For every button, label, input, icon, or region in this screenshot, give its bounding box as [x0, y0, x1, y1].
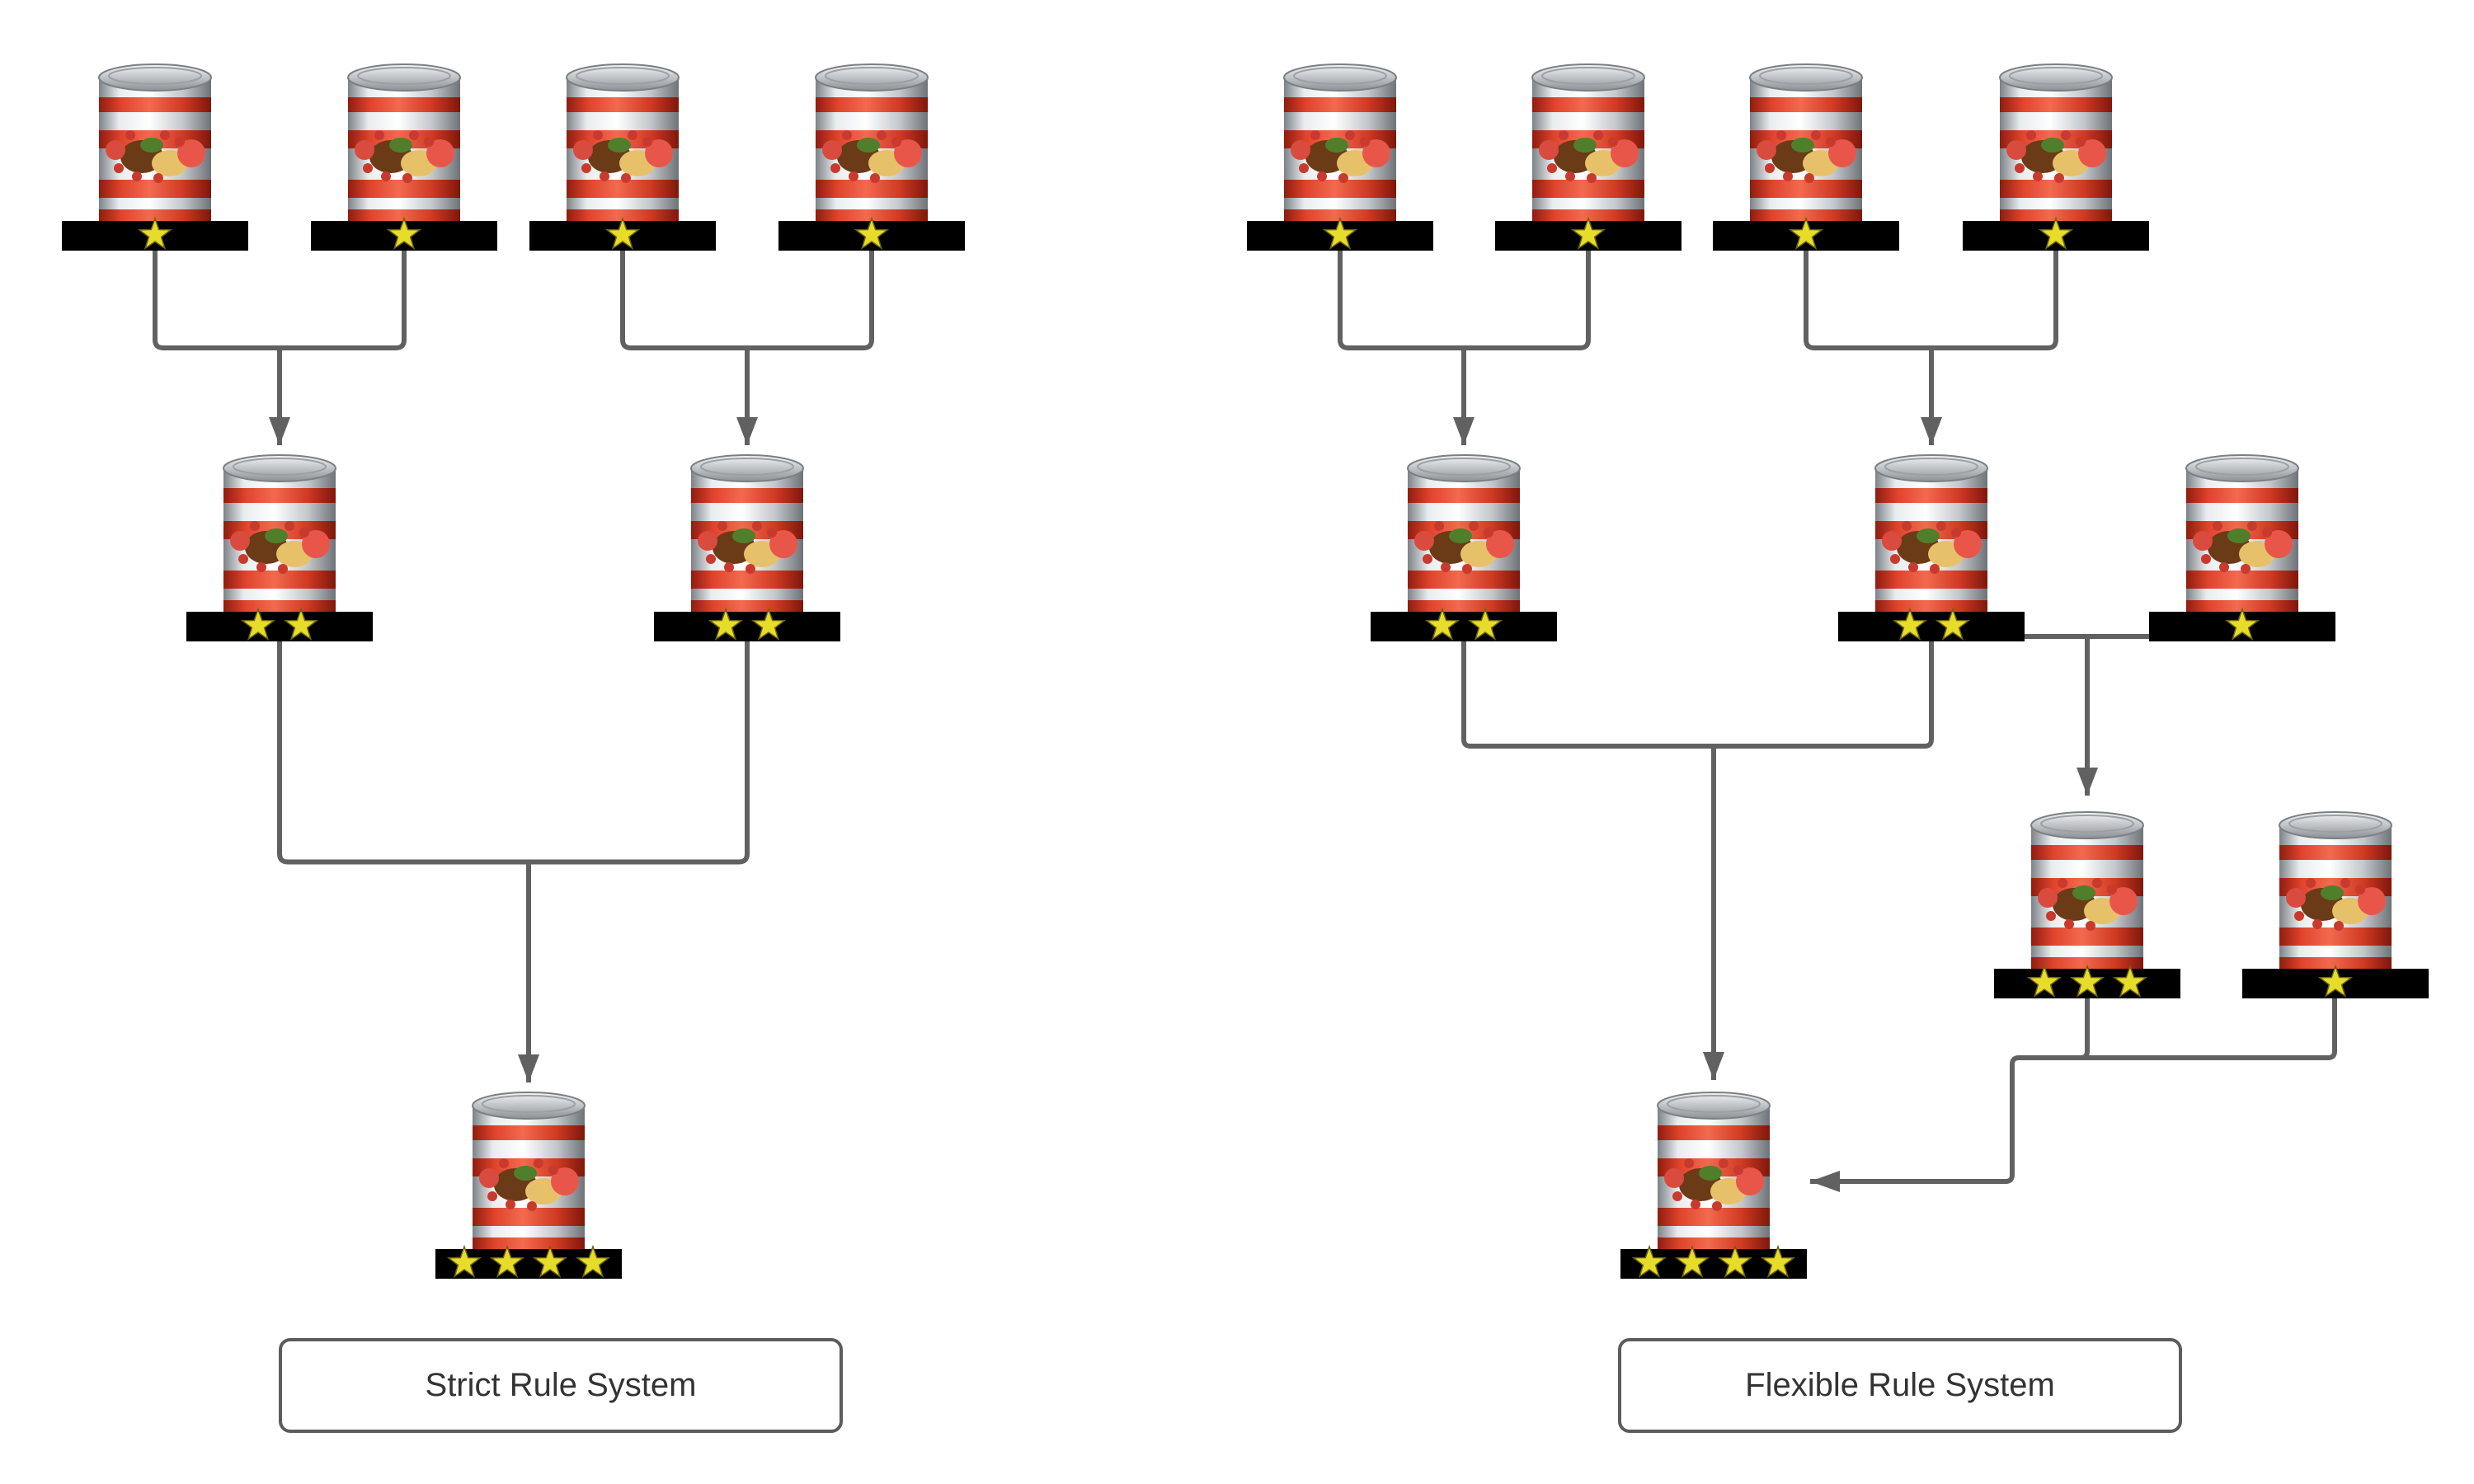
connector-s1-s2-s5	[153, 251, 407, 445]
can-node-s2	[311, 63, 497, 251]
star-icon	[2224, 607, 2260, 641]
food-can-icon	[2279, 811, 2392, 969]
connector-f5-f6-f10	[1461, 641, 1934, 1080]
rating-bar	[1838, 612, 2025, 641]
star-icon	[386, 216, 422, 251]
connector-s3-s4-s6	[620, 251, 874, 445]
can-node-f10	[1620, 1092, 1807, 1279]
can-node-s5	[186, 454, 373, 641]
can-node-f3	[1713, 63, 1899, 251]
star-icon	[2112, 964, 2148, 998]
rating-bar	[654, 612, 840, 641]
star-icon	[1424, 607, 1460, 641]
star-icon	[854, 216, 890, 251]
food-can-icon	[1657, 1092, 1771, 1249]
star-icon	[1322, 216, 1358, 251]
arrowhead	[1810, 1171, 1840, 1192]
star-icon	[1788, 216, 1824, 251]
can-node-f5	[1371, 454, 1557, 641]
arrowhead	[1453, 417, 1475, 445]
flexible-rule-system-label: Flexible Rule System	[1618, 1338, 2182, 1433]
arrowhead	[1703, 1052, 1724, 1080]
node-layer	[62, 63, 2429, 1279]
connector-s5-s6-s7	[277, 641, 750, 1082]
food-can-icon	[690, 454, 804, 612]
star-icon	[1760, 1244, 1796, 1279]
food-can-icon	[1874, 454, 1988, 612]
can-node-s6	[654, 454, 840, 641]
food-can-icon	[1999, 63, 2113, 221]
star-icon	[2026, 964, 2062, 998]
can-node-f1	[1247, 63, 1433, 251]
star-icon	[446, 1244, 482, 1279]
star-icon	[283, 607, 319, 641]
can-node-s3	[529, 63, 716, 251]
can-node-f2	[1495, 63, 1681, 251]
star-icon	[750, 607, 787, 641]
arrowhead	[2077, 768, 2098, 796]
food-can-icon	[472, 1092, 586, 1249]
connector-f8-f9-f10	[1810, 998, 2337, 1184]
star-icon	[1674, 1244, 1710, 1279]
can-node-f8	[1994, 811, 2180, 998]
arrowhead	[269, 417, 290, 445]
food-can-icon	[347, 63, 461, 221]
star-icon	[240, 607, 276, 641]
star-icon	[489, 1244, 525, 1279]
food-can-icon	[1531, 63, 1645, 221]
food-can-icon	[1283, 63, 1397, 221]
food-can-icon	[98, 63, 212, 221]
strict-rule-system-label: Strict Rule System	[279, 1338, 843, 1433]
star-icon	[708, 607, 744, 641]
food-can-icon	[1407, 454, 1521, 612]
rating-bar	[186, 612, 373, 641]
food-can-icon	[1749, 63, 1863, 221]
can-node-s4	[778, 63, 965, 251]
arrowhead	[518, 1054, 539, 1082]
can-node-s7	[435, 1092, 622, 1279]
star-icon	[1570, 216, 1606, 251]
star-icon	[1935, 607, 1971, 641]
can-node-f6	[1838, 454, 2025, 641]
food-can-icon	[2185, 454, 2299, 612]
food-can-icon	[815, 63, 929, 221]
connector-f3-f4-f6	[1804, 251, 2058, 445]
food-can-icon	[566, 63, 680, 221]
star-icon	[1631, 1244, 1667, 1279]
can-node-f9	[2242, 811, 2429, 998]
food-can-icon	[2030, 811, 2144, 969]
star-icon	[2038, 216, 2074, 251]
connector-layer	[153, 251, 2337, 1192]
star-icon	[2317, 964, 2354, 998]
can-node-f7	[2149, 454, 2335, 641]
star-icon	[604, 216, 641, 251]
connector-f1-f2-f5	[1338, 251, 1591, 445]
food-can-icon	[223, 454, 336, 612]
arrowhead	[736, 417, 758, 445]
star-icon	[137, 216, 173, 251]
star-icon	[575, 1244, 611, 1279]
star-icon	[532, 1244, 568, 1279]
star-icon	[1717, 1244, 1753, 1279]
star-icon	[1892, 607, 1928, 641]
can-node-f4	[1963, 63, 2149, 251]
star-icon	[1467, 607, 1503, 641]
arrowhead	[1921, 417, 1942, 445]
star-icon	[2069, 964, 2105, 998]
rating-bar	[1371, 612, 1557, 641]
can-node-s1	[62, 63, 248, 251]
